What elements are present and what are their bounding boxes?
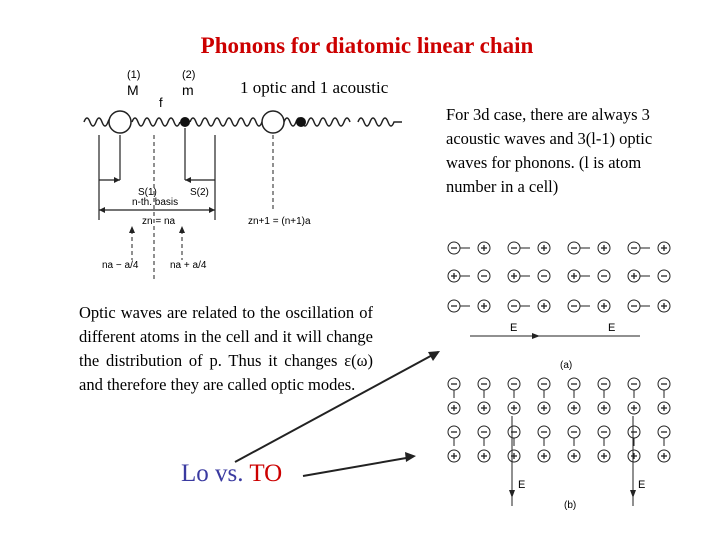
panel-b-field: E E (b) — [509, 416, 645, 511]
atom2-mass-label: m — [182, 82, 194, 98]
panel-b-charges — [447, 377, 671, 463]
slide-subtitle: 1 optic and 1 acoustic — [240, 78, 389, 97]
panel-a-charges — [447, 241, 671, 313]
atom-small — [296, 117, 306, 127]
atom1-index-label: (1) — [127, 69, 140, 81]
field-label-b2: E — [638, 479, 645, 491]
polarization-field-diagram: E E (a) E E (b) — [447, 241, 671, 511]
arrow-head — [405, 452, 416, 462]
atom-large — [108, 110, 132, 134]
atom-large — [261, 110, 285, 134]
diatomic-chain-diagram: (1) M (2) m f S(1) S(2) n-th. basis zn =… — [83, 69, 402, 280]
panel-a-label: (a) — [560, 360, 572, 371]
panel-b-label: (b) — [564, 500, 576, 511]
s2-label: S(2) — [190, 187, 209, 198]
left-position-label: na − a/4 — [102, 260, 139, 271]
lo-label: Lo vs. — [181, 460, 244, 487]
optic-explanation: Optic waves are related to the oscillati… — [79, 303, 373, 394]
s1-label: S(1) — [138, 187, 157, 198]
panel-a-field: E E (a) — [470, 322, 640, 371]
side-explanation: For 3d case, there are always 3 acoustic… — [446, 105, 653, 196]
field-label-a1: E — [510, 322, 517, 334]
lo-vs-to-label: Lo vs. TO — [181, 460, 282, 488]
atom1-mass-label: M — [127, 82, 139, 98]
zn1-label: zn+1 = (n+1)a — [248, 216, 311, 227]
atom2-index-label: (2) — [182, 69, 195, 81]
arrow-line — [302, 456, 413, 477]
field-label-b1: E — [518, 479, 525, 491]
basis-label: n-th. basis — [132, 197, 178, 208]
atom-small — [180, 117, 190, 127]
chain-spring — [83, 117, 402, 127]
zn-label: zn = na — [142, 216, 176, 227]
to-label: TO — [249, 460, 283, 487]
spring-label: f — [159, 95, 163, 110]
right-position-label: na + a/4 — [170, 260, 207, 271]
slide-title: Phonons for diatomic linear chain — [200, 33, 534, 58]
arrow-head — [428, 351, 440, 361]
field-label-a2: E — [608, 322, 615, 334]
